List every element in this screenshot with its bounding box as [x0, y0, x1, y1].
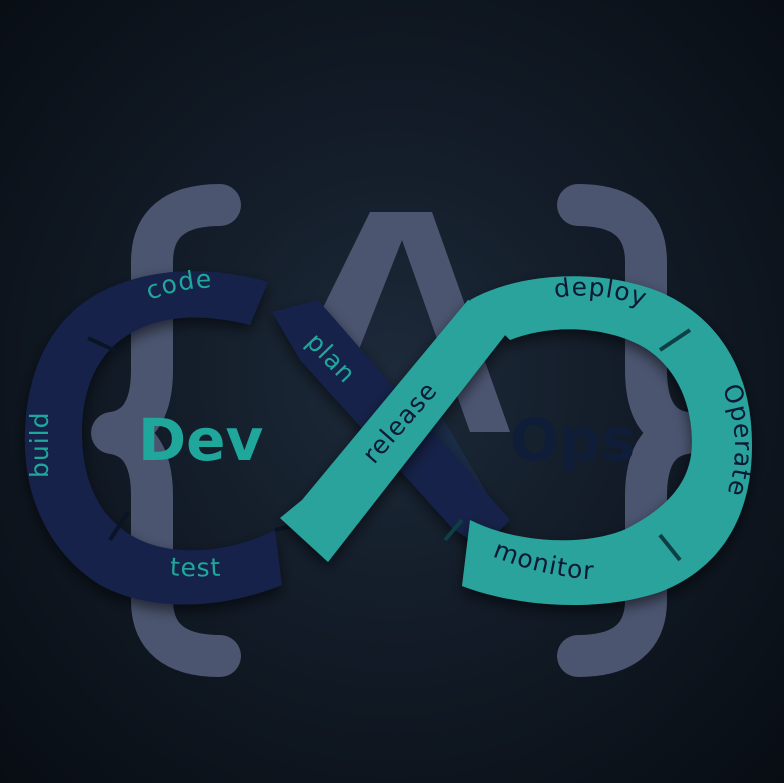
svg-text:test: test	[169, 552, 222, 582]
stage-test-label: test	[169, 552, 221, 582]
ops-loop	[280, 276, 752, 605]
ops-title: Ops	[510, 406, 635, 474]
svg-text:build: build	[25, 411, 54, 478]
ops-segment-notches	[443, 328, 692, 562]
stage-build-label: build	[25, 411, 53, 478]
ops-loop-ring	[462, 276, 752, 605]
right-brace-icon	[557, 184, 707, 677]
dev-loop-ring	[24, 271, 282, 605]
left-brace-icon	[91, 184, 241, 677]
release-band	[280, 300, 520, 562]
braces-logo	[91, 184, 707, 677]
dev-title: Dev	[138, 406, 263, 474]
